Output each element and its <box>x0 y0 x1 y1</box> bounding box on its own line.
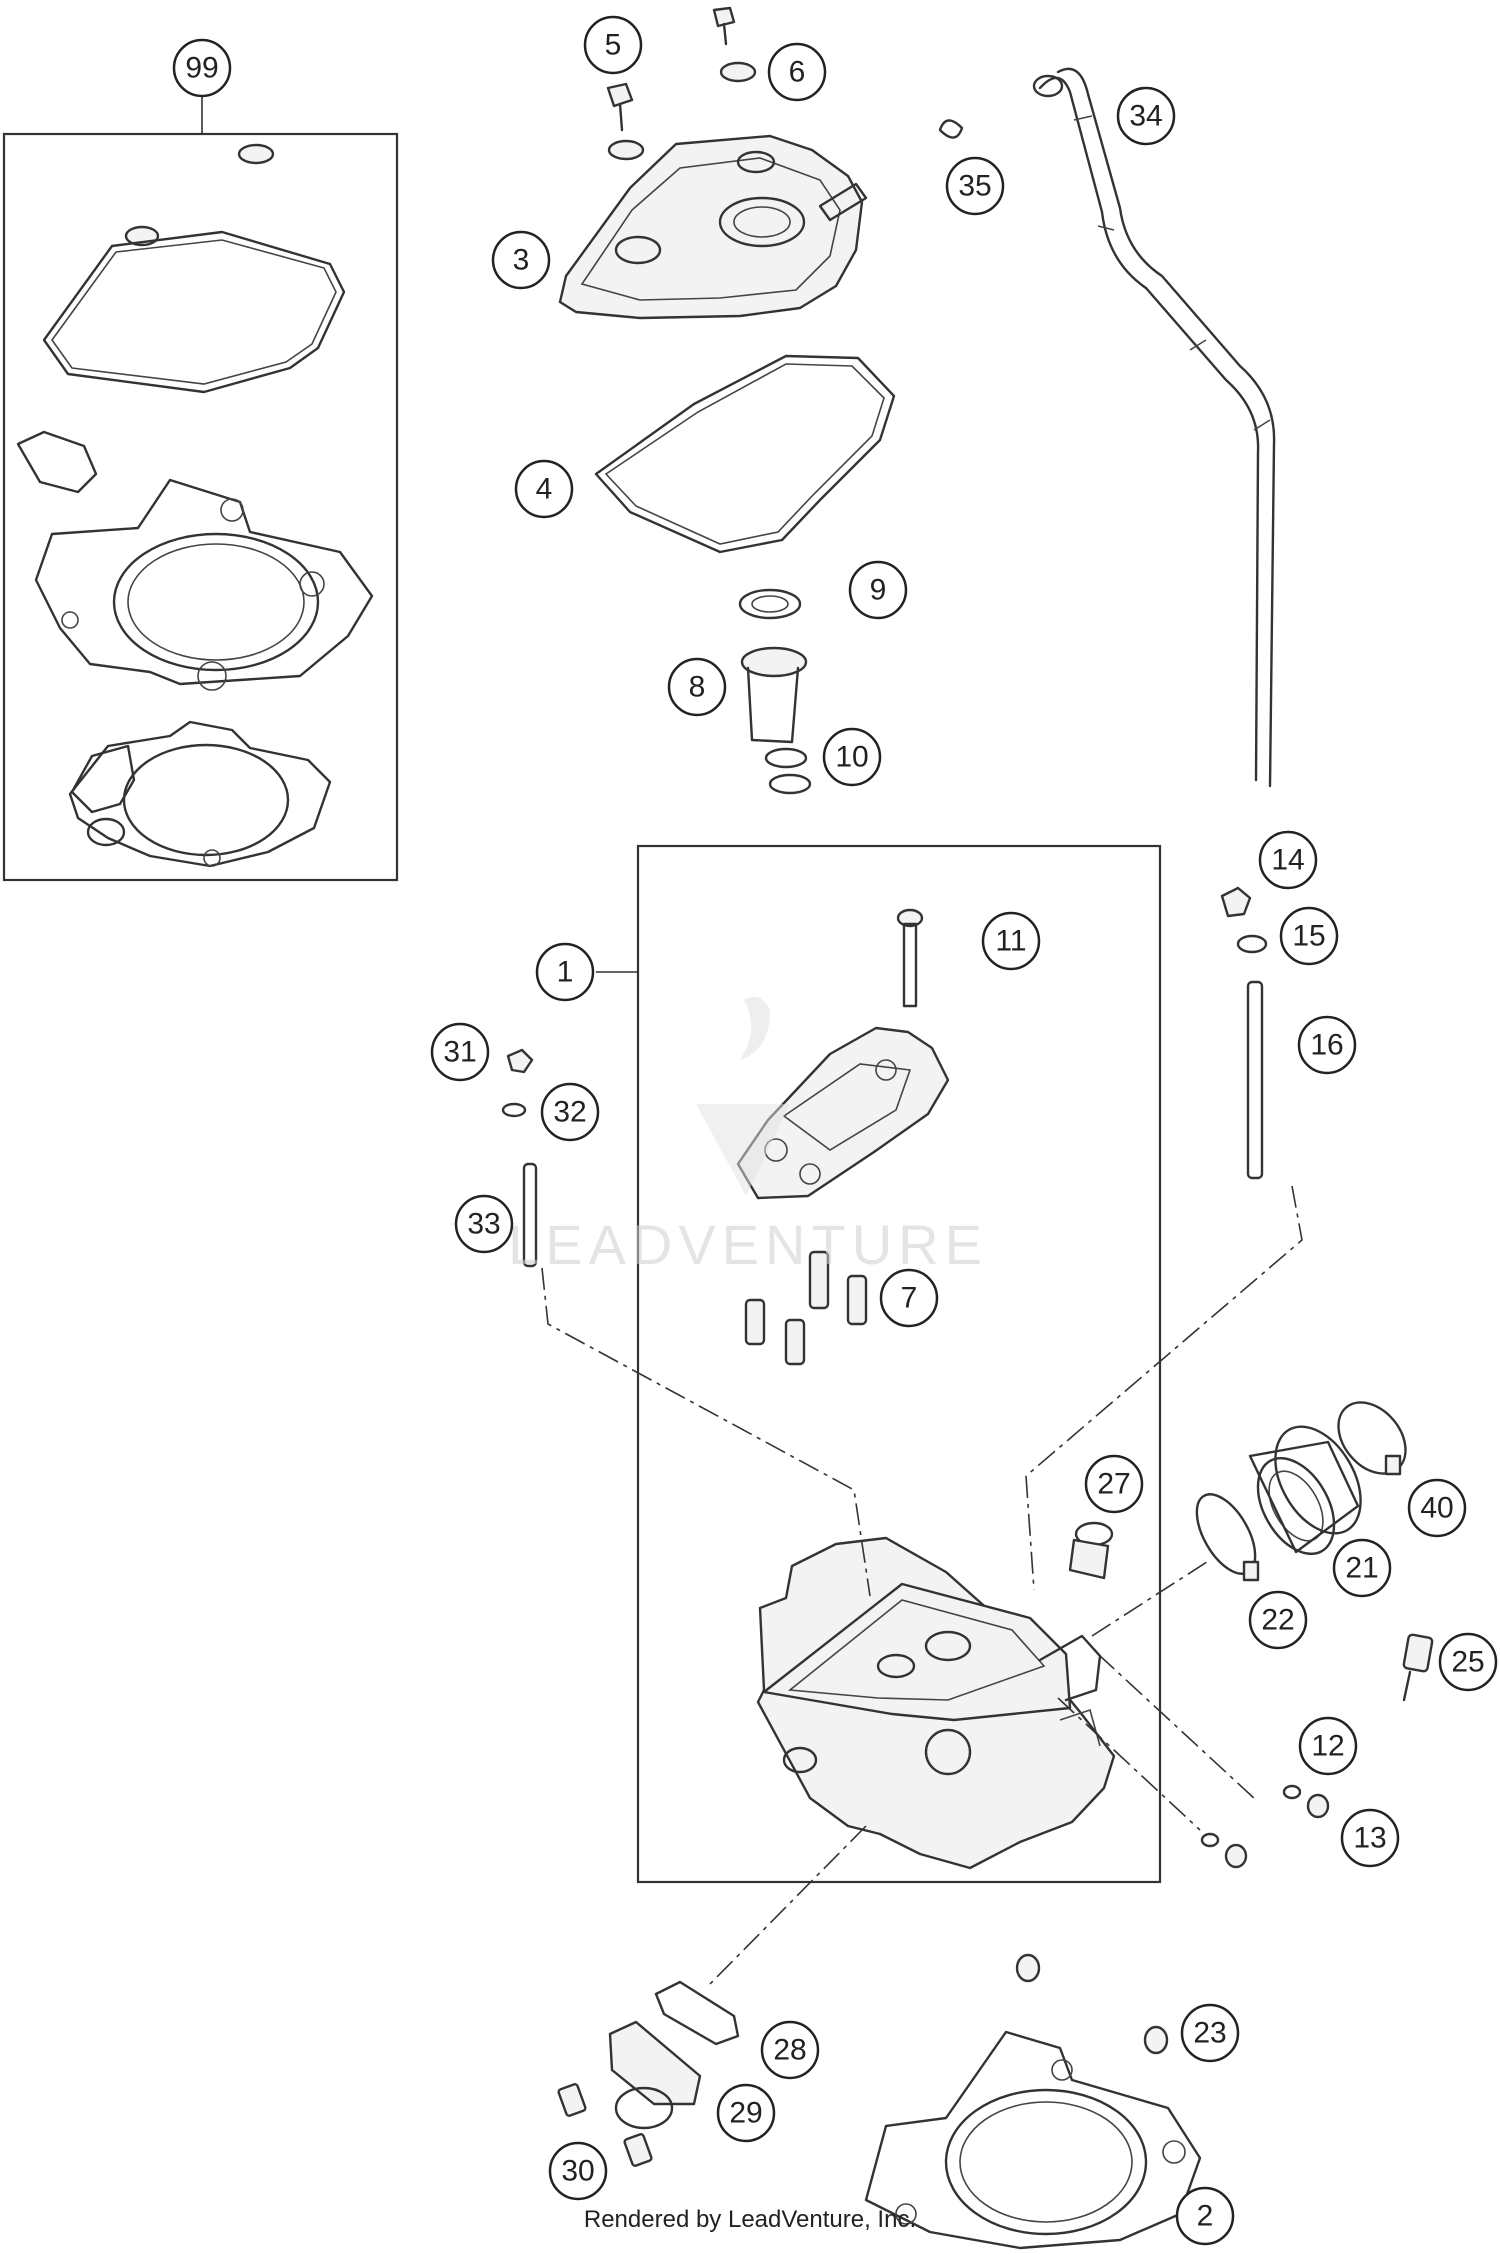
gasket-kit-frame <box>2 132 399 882</box>
callout-40: 40 <box>1407 1478 1467 1538</box>
svg-text:99: 99 <box>185 52 218 85</box>
callout-4: 4 <box>514 459 574 519</box>
watermark-text: LEADVENTURE <box>508 1213 988 1276</box>
svg-text:7: 7 <box>901 1282 918 1315</box>
watermark: LEADVENTURE <box>508 996 988 1276</box>
valve-cover <box>558 134 868 320</box>
svg-text:9: 9 <box>870 574 887 607</box>
hose-clamp <box>938 119 964 139</box>
svg-text:6: 6 <box>789 56 806 89</box>
svg-text:14: 14 <box>1271 844 1304 877</box>
svg-text:2: 2 <box>1197 2200 1214 2233</box>
head-gasket <box>864 2030 1202 2250</box>
svg-text:11: 11 <box>995 925 1026 958</box>
callout-12: 12 <box>1298 1716 1358 1776</box>
callout-23: 23 <box>1180 2003 1240 2063</box>
callout-29: 29 <box>716 2083 776 2143</box>
svg-text:16: 16 <box>1310 1029 1343 1062</box>
callout-22: 22 <box>1248 1590 1308 1650</box>
rocker-bracket <box>736 1026 950 1200</box>
spark-plug-tube <box>738 588 812 795</box>
callout-28: 28 <box>760 2020 820 2080</box>
callout-99: 99 <box>172 38 232 98</box>
callout-8: 8 <box>667 657 727 717</box>
callout-10: 10 <box>822 727 882 787</box>
svg-text:21: 21 <box>1345 1552 1378 1585</box>
callout-33: 33 <box>454 1194 514 1254</box>
valve-cover-gasket <box>594 354 896 554</box>
svg-text:33: 33 <box>467 1208 500 1241</box>
callout-2: 2 <box>1175 2186 1235 2246</box>
svg-text:8: 8 <box>689 671 706 704</box>
cylinder-head <box>756 1536 1116 1870</box>
callout-14: 14 <box>1258 830 1318 890</box>
callout-31: 31 <box>430 1022 490 1082</box>
svg-text:3: 3 <box>513 244 530 277</box>
svg-text:23: 23 <box>1193 2017 1226 2050</box>
svg-text:4: 4 <box>536 473 553 506</box>
callout-13: 13 <box>1340 1808 1400 1868</box>
svg-text:29: 29 <box>729 2097 762 2130</box>
callout-9: 9 <box>848 560 908 620</box>
cylinder-head-frame <box>636 844 1162 1884</box>
svg-text:25: 25 <box>1451 1646 1484 1679</box>
callout-30: 30 <box>548 2141 608 2201</box>
callout-32: 32 <box>540 1082 600 1142</box>
svg-text:1: 1 <box>557 956 574 989</box>
callout-3: 3 <box>491 230 551 290</box>
callout-1: 1 <box>535 942 595 1002</box>
callout-34: 34 <box>1116 86 1176 146</box>
dowel-pins <box>1015 1953 1169 2055</box>
svg-text:30: 30 <box>561 2155 594 2188</box>
svg-text:5: 5 <box>605 29 622 62</box>
svg-text:32: 32 <box>553 1096 586 1129</box>
temperature-sensor <box>1402 1633 1434 1702</box>
svg-text:22: 22 <box>1261 1604 1294 1637</box>
callout-7: 7 <box>879 1268 939 1328</box>
exhaust-flange <box>557 1980 740 2167</box>
plugs-and-seals <box>1200 1784 1330 1869</box>
svg-text:34: 34 <box>1129 100 1162 133</box>
callout-15: 15 <box>1279 906 1339 966</box>
callout-25: 25 <box>1438 1632 1498 1692</box>
svg-text:35: 35 <box>958 170 991 203</box>
callout-21: 21 <box>1332 1538 1392 1598</box>
valve-guides <box>744 1250 868 1366</box>
svg-text:15: 15 <box>1292 920 1325 953</box>
render-credit: Rendered by LeadVenture, Inc. <box>583 2206 917 2233</box>
plug <box>1068 1521 1114 1580</box>
bracket-bolt <box>896 908 924 1008</box>
breather-hose <box>1032 67 1276 788</box>
callout-5: 5 <box>583 15 643 75</box>
callout-35: 35 <box>945 156 1005 216</box>
callout-6: 6 <box>767 42 827 102</box>
manifold-clamps <box>1195 1401 1407 1582</box>
callout-27: 27 <box>1084 1454 1144 1514</box>
callout-16: 16 <box>1297 1015 1357 1075</box>
svg-text:27: 27 <box>1097 1468 1130 1501</box>
svg-text:28: 28 <box>773 2034 806 2067</box>
valve-cover-bolts <box>606 6 757 161</box>
svg-text:13: 13 <box>1353 1822 1386 1855</box>
studs <box>501 886 1268 1268</box>
callout-11: 11 <box>981 911 1041 971</box>
gasket-kit-parts <box>16 143 374 868</box>
svg-text:31: 31 <box>443 1036 476 1069</box>
svg-text:40: 40 <box>1420 1492 1453 1525</box>
svg-text:10: 10 <box>835 741 868 774</box>
svg-text:12: 12 <box>1311 1730 1344 1763</box>
intake-manifold <box>1248 1425 1362 1555</box>
